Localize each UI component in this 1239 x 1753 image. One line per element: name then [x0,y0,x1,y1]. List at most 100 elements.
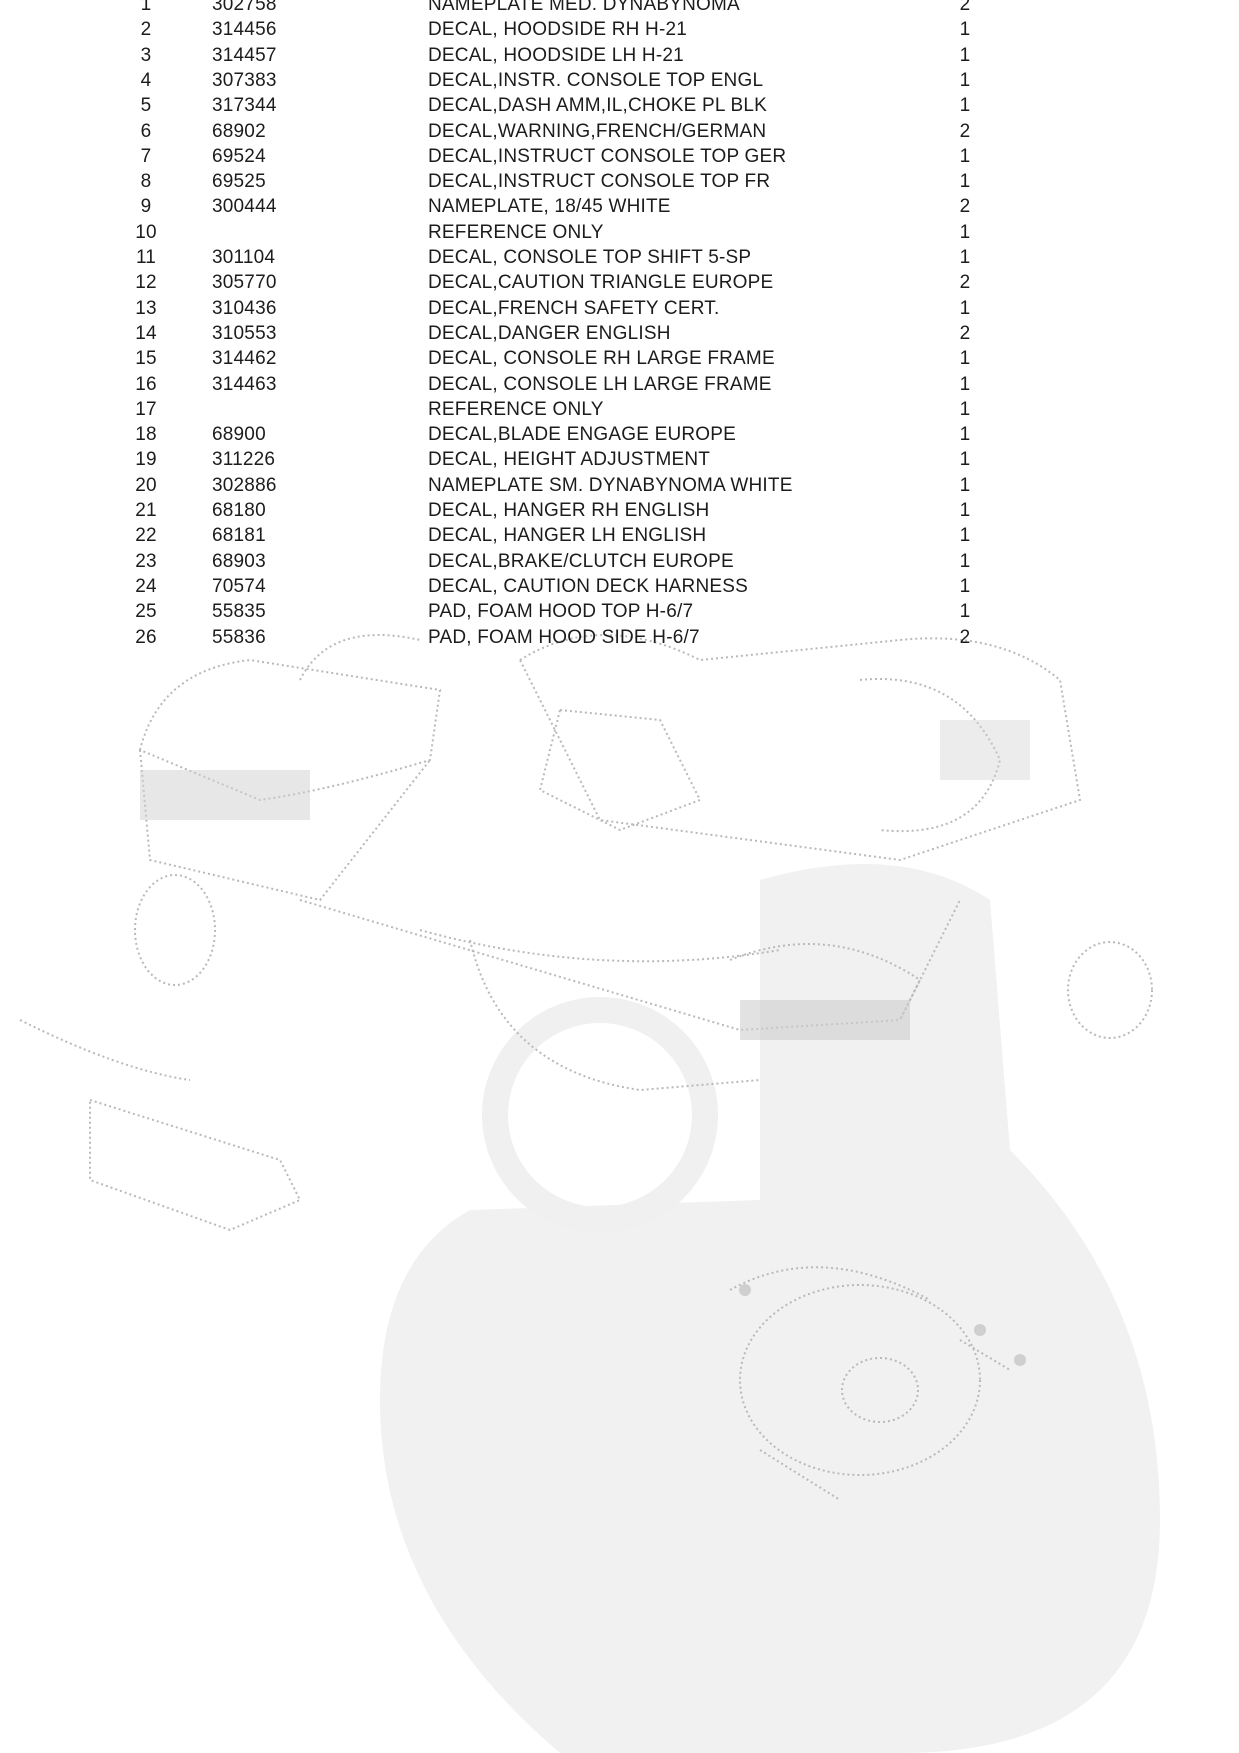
part-description: DECAL, HANGER LH ENGLISH [428,525,707,547]
item-number: 6 [140,120,152,142]
part-number: 314456 [212,19,277,41]
item-number: 25 [135,601,157,623]
item-number: 18 [135,424,157,446]
part-number: 317344 [212,95,277,117]
quantity: 1 [959,550,971,572]
item-number: 17 [135,398,157,420]
part-description: DECAL, HOODSIDE RH H-21 [428,19,688,41]
item-number: 8 [140,171,152,193]
part-description: DECAL,WARNING,FRENCH/GERMAN [428,120,767,142]
part-description: DECAL,DASH AMM,IL,CHOKE PL BLK [428,95,767,117]
quantity: 2 [959,0,971,15]
part-number: 69524 [212,145,266,167]
quantity: 1 [959,525,971,547]
table-row: 4 307383 DECAL,INSTR. CONSOLE TOP ENGL 1 [0,68,1239,93]
item-number: 4 [140,69,152,91]
table-row: 8 69525 DECAL,INSTRUCT CONSOLE TOP FR 1 [0,169,1239,194]
quantity: 1 [959,474,971,496]
part-description: PAD, FOAM HOOD TOP H-6/7 [428,601,694,623]
quantity: 1 [959,221,971,243]
item-number: 21 [135,500,157,521]
item-number: 13 [135,297,157,319]
part-description: NAMEPLATE SM. DYNABYNOMA WHITE [428,474,793,496]
part-description: REFERENCE ONLY [428,398,604,420]
quantity: 2 [959,120,971,142]
part-description: DECAL,CAUTION TRIANGLE EUROPE [428,272,774,294]
part-number: 307383 [212,69,277,91]
item-number: 16 [135,373,157,395]
table-row: 1 302758 NAMEPLATE MED. DYNABYNOMA 2 [0,0,1239,17]
part-description: DECAL,INSTRUCT CONSOLE TOP GER [428,145,787,167]
part-number: 310553 [212,322,277,344]
part-description: DECAL,INSTRUCT CONSOLE TOP FR [428,171,771,193]
quantity: 2 [959,196,971,218]
quantity: 1 [959,575,971,597]
item-number: 26 [135,626,157,648]
part-number: 68902 [212,120,266,142]
part-number: 302758 [212,0,277,15]
part-number: 314463 [212,373,277,395]
item-number: 22 [135,525,157,547]
part-description: DECAL, CONSOLE TOP SHIFT 5-SP [428,247,752,268]
item-number: 1 [140,0,152,15]
item-number: 23 [135,550,157,572]
part-description: DECAL, HEIGHT ADJUSTMENT [428,449,711,471]
quantity: 1 [959,69,971,91]
exploded-view-drawing [19,634,1153,1501]
part-number: 55836 [212,626,266,648]
part-description: DECAL,FRENCH SAFETY CERT. [428,297,720,319]
quantity: 1 [959,171,971,193]
part-number: 301104 [212,247,276,268]
item-number: 11 [135,247,157,268]
table-row: 2 314456 DECAL, HOODSIDE RH H-21 1 [0,17,1239,42]
quantity: 2 [959,322,971,344]
item-number: 19 [135,449,157,471]
quantity: 1 [959,44,971,66]
quantity: 1 [959,373,971,395]
part-number: 300444 [212,196,277,218]
part-description: DECAL, CONSOLE LH LARGE FRAME [428,373,772,395]
item-number: 10 [135,221,157,243]
part-description: DECAL,BRAKE/CLUTCH EUROPE [428,550,734,572]
table-row: 16 314463 DECAL, CONSOLE LH LARGE FRAME 1 [0,372,1239,397]
table-row: 13 310436 DECAL,FRENCH SAFETY CERT. 1 [0,296,1239,321]
part-number: 69525 [212,171,266,193]
part-description: DECAL,INSTR. CONSOLE TOP ENGL [428,69,764,91]
part-description: DECAL, HOODSIDE LH H-21 [428,44,684,66]
part-number: 68900 [212,424,266,446]
part-number: 310436 [212,297,277,319]
part-description: DECAL, CONSOLE RH LARGE FRAME [428,348,775,370]
quantity: 1 [959,297,971,319]
quantity: 1 [959,601,971,623]
item-number: 7 [140,145,152,167]
quantity: 1 [959,348,971,370]
part-description: DECAL,BLADE ENGAGE EUROPE [428,424,737,446]
quantity: 2 [959,626,971,648]
item-number: 2 [140,19,152,41]
part-number: 314462 [212,348,277,370]
part-number: 305770 [212,272,277,294]
quantity: 1 [959,19,971,41]
item-number: 20 [135,474,157,496]
part-description: PAD, FOAM HOOD SIDE H-6/7 [428,626,700,648]
part-description: NAMEPLATE MED. DYNABYNOMA [428,0,740,15]
quantity: 1 [959,95,971,117]
part-number: 314457 [212,44,277,66]
part-description: DECAL, HANGER RH ENGLISH [428,500,710,521]
item-number: 14 [135,322,157,344]
